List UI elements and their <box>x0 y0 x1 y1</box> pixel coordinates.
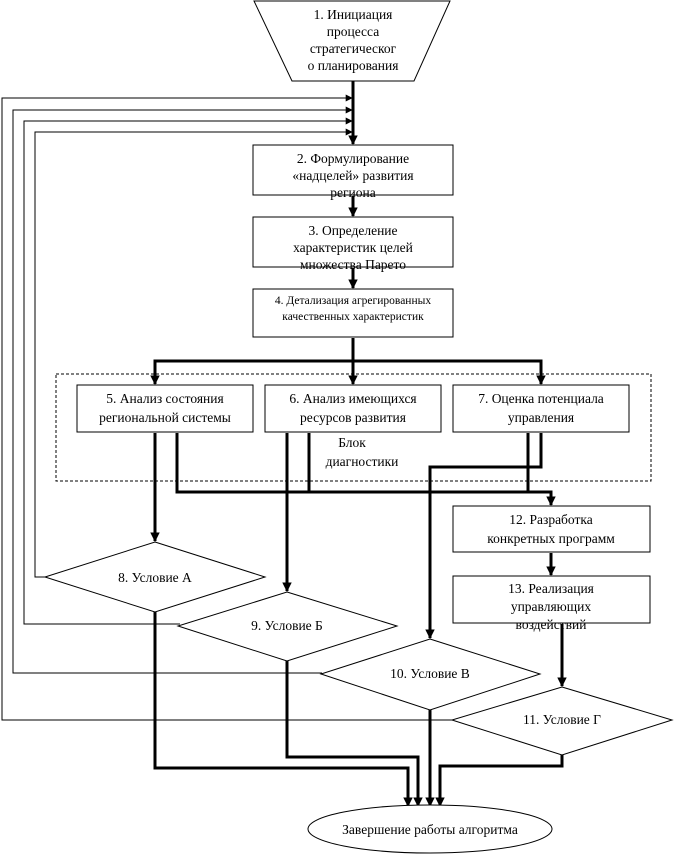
box-7-line-2: управления <box>508 410 574 425</box>
box-12-line-1: 12. Разработка <box>509 512 593 527</box>
box-7-line-1: 7. Оценка потенциала <box>478 391 604 406</box>
box-13-line-3: воздействий <box>516 617 587 632</box>
box-4-line-2: качественных характеристик <box>282 311 424 323</box>
end-node: Завершение работы алгоритма <box>307 804 553 854</box>
start-line-2: процесса <box>327 24 379 39</box>
box-2-line-3: региона <box>330 185 375 200</box>
box-2-supergoals: 2. Формулирование «надцелей» развития ре… <box>252 144 454 200</box>
condition-g-diamond: 11. Условие Г <box>450 686 674 756</box>
box-3-line-1: 3. Определение <box>308 223 397 238</box>
condition-v-diamond: 10. Условие В <box>319 638 542 711</box>
start-line-3: стратегическог <box>310 41 397 56</box>
start-line-4: о планирования <box>308 58 399 73</box>
box-6-line-2: ресурсов развития <box>300 410 406 425</box>
condition-a-label: 8. Условие А <box>118 570 192 585</box>
box-3-line-2: характеристик целей <box>293 240 413 255</box>
box-3-line-3: множества Парето <box>300 257 406 272</box>
box-3-pareto: 3. Определение характеристик целей множе… <box>252 216 454 272</box>
condition-a-diamond: 8. Условие А <box>43 541 267 613</box>
condition-b-diamond: 9. Условие Б <box>176 591 399 662</box>
flow-lines <box>150 80 567 807</box>
box-4-detailing: 4. Детализация агрегированных качественн… <box>252 288 454 338</box>
box-13-implementation: 13. Реализация управляющих воздействий <box>452 575 651 632</box>
box-13-line-2: управляющих <box>511 599 592 614</box>
feedback-lines <box>1 94 455 721</box>
box-2-line-2: «надцелей» развития <box>292 168 413 183</box>
box-7-management-potential: 7. Оценка потенциала управления <box>452 384 630 433</box>
diagnostics-block-label-1: Блок <box>338 435 366 450</box>
condition-g-label: 11. Условие Г <box>523 712 601 727</box>
start-node: 1. Инициация процесса стратегическог о п… <box>253 0 451 82</box>
end-label: Завершение работы алгоритма <box>342 822 518 837</box>
box-12-line-2: конкретных программ <box>487 531 615 546</box>
box-4-line-1: 4. Детализация агрегированных <box>275 295 431 307</box>
box-5-system-analysis: 5. Анализ состояния региональной системы <box>76 384 254 433</box>
condition-v-label: 10. Условие В <box>390 666 470 681</box>
box-12-programs: 12. Разработка конкретных программ <box>452 505 651 553</box>
box-13-line-1: 13. Реализация <box>508 581 594 596</box>
box-2-line-1: 2. Формулирование <box>297 151 409 166</box>
box-6-line-1: 6. Анализ имеющихся <box>289 391 416 406</box>
start-line-1: 1. Инициация <box>314 7 393 22</box>
condition-b-label: 9. Условие Б <box>251 618 323 633</box>
diagnostics-block-label-2: диагностики <box>326 454 399 469</box>
box-5-line-1: 5. Анализ состояния <box>106 391 223 406</box>
box-6-resource-analysis: 6. Анализ имеющихся ресурсов развития <box>264 384 442 433</box>
box-5-line-2: региональной системы <box>99 410 231 425</box>
